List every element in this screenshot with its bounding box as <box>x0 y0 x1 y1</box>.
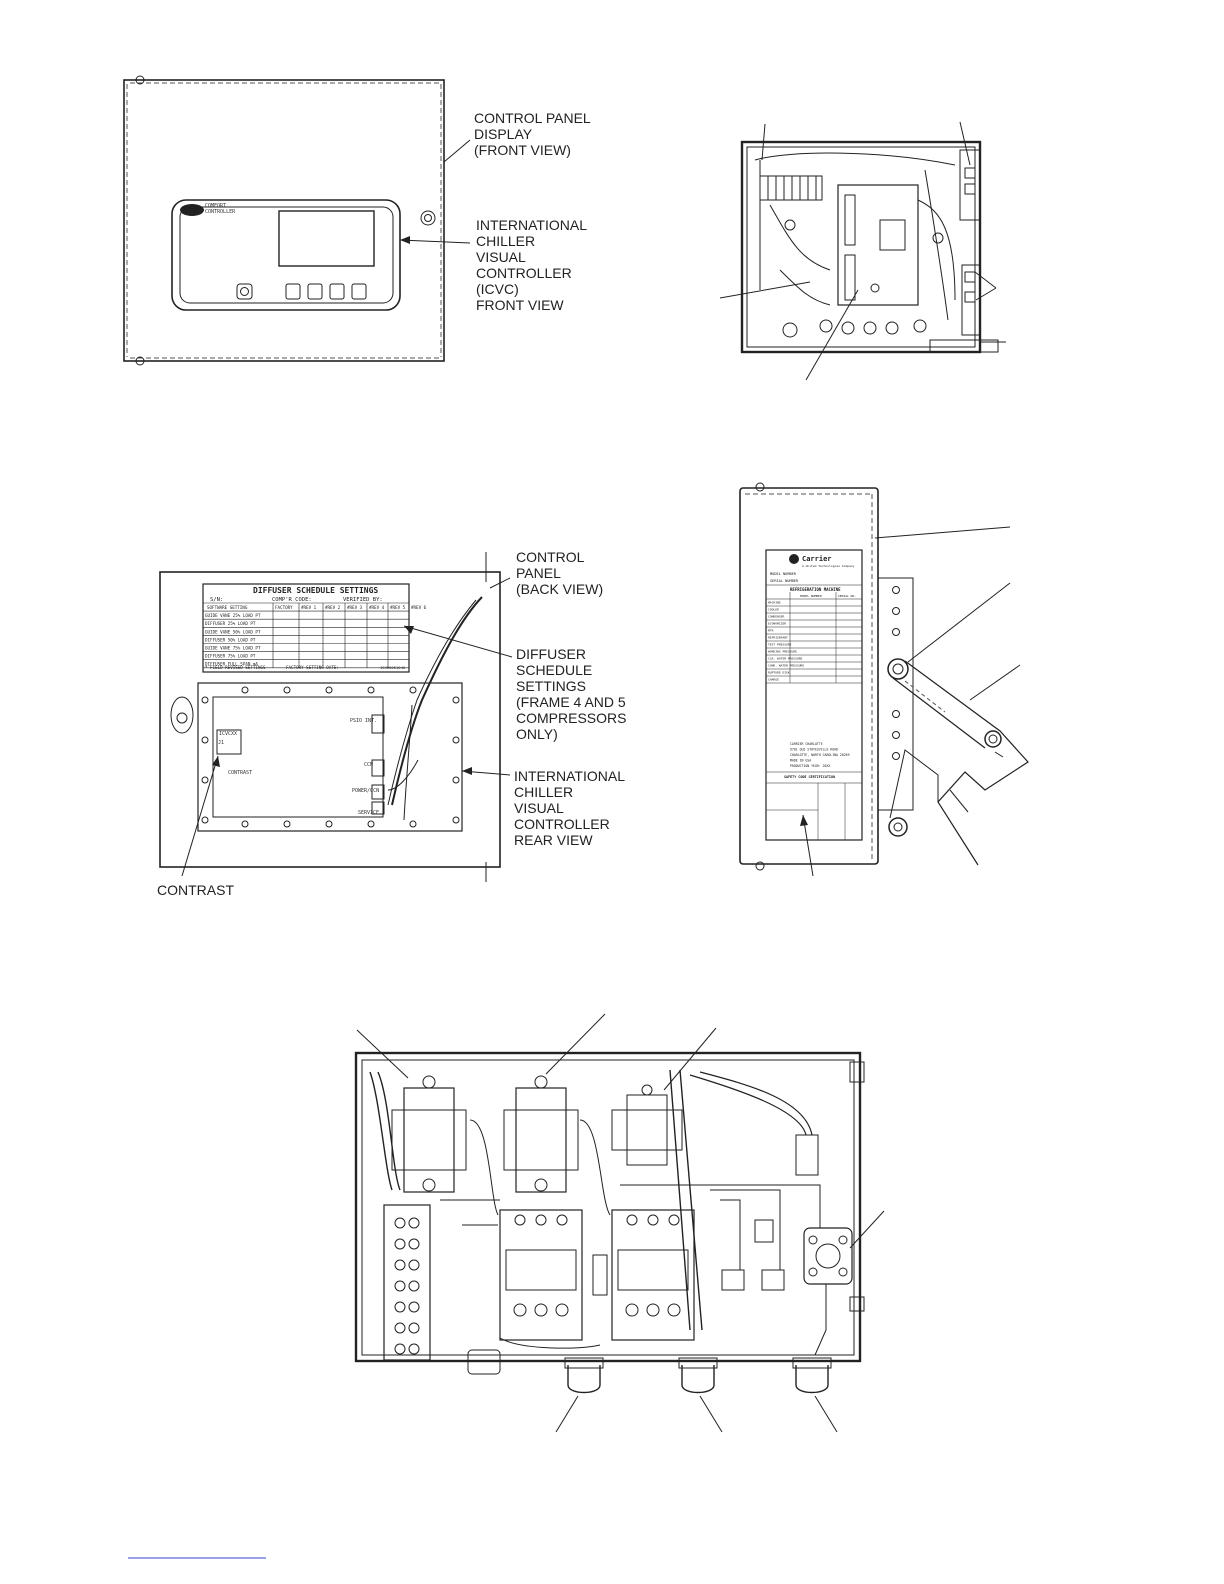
label-line: INTERNATIONAL <box>476 217 587 233</box>
rear-port-ccn: CCN <box>364 762 373 768</box>
label-line: SCHEDULE <box>516 662 593 678</box>
nameplate-col2: SERIAL NO. <box>838 594 856 598</box>
nameplate-row: COND. WATER PRESSURE <box>768 664 804 668</box>
nameplate-enclosure-side-view <box>739 482 1029 871</box>
table-header: #REV 5 <box>390 605 406 610</box>
rear-board-brand: ICVCXX <box>219 731 237 737</box>
table-row: DIFFUSER 75% LOAD PT <box>205 654 256 659</box>
label-line: DISPLAY <box>474 126 533 142</box>
nameplate-row: REFRIGERANT <box>768 636 788 640</box>
table-row: DIFFUSER 25% LOAD PT <box>205 621 256 626</box>
table-header: SOFTWARE SETTING <box>207 605 248 610</box>
label-line: VISUAL <box>514 800 564 816</box>
rear-port-power: POWER/CCN <box>352 788 379 794</box>
label-line: CHILLER <box>476 233 536 249</box>
power-panel-interior-view <box>354 1051 865 1394</box>
nameplate-address: 9701 OLD STATESVILLE ROAD <box>790 748 838 752</box>
table-header: FACTORY <box>275 605 293 610</box>
nameplate-row: CLR. WATER PRESSURE <box>768 657 803 661</box>
nameplate-row: RUPTURE DISK <box>768 671 790 675</box>
label-line: CONTROLLER <box>514 816 610 832</box>
diffuser-schedule-table: DIFFUSER SCHEDULE SETTINGS S/N: COMP'R COD… <box>203 586 427 670</box>
rear-port-service: SERVICE <box>358 810 379 816</box>
icvc-rear-board: ICVCXX J1 CONTRAST PSIO INT. CCN POWER/C… <box>197 596 483 832</box>
nameplate-heading: REFRIGERATION MACHINE <box>790 587 841 592</box>
label-line: INTERNATIONAL <box>514 768 625 784</box>
table-header: #REV 4 <box>369 605 385 610</box>
nameplate-address: CARRIER CHARLOTTE <box>790 742 823 746</box>
nameplate-serial: SERIAL NUMBER <box>770 579 799 583</box>
label-line: (BACK VIEW) <box>516 581 604 597</box>
table-header: #REV 2 <box>325 605 341 610</box>
nameplate-address: PRODUCTION YEAR: 20XX <box>790 764 830 768</box>
label-line: VISUAL <box>476 249 526 265</box>
nameplate-row: WORKING PRESSURE <box>768 650 797 654</box>
control-panel-front-view: COMFORT CONTROLLER <box>123 75 445 366</box>
label-contrast: CONTRAST <box>157 882 234 898</box>
label-line: CHILLER <box>514 784 574 800</box>
label-icvc-front-view: INTERNATIONAL CHILLER VISUAL CONTROLLER … <box>476 217 587 313</box>
nameplate-address: CHARLOTTE, NORTH CAROLINA 28269 <box>790 753 850 757</box>
label-line: FRONT VIEW <box>476 297 564 313</box>
table-header: #REV 1 <box>301 605 317 610</box>
table-title: DIFFUSER SCHEDULE SETTINGS <box>253 586 378 595</box>
table-header: #REV 3 <box>347 605 363 610</box>
control-panel-interior-view <box>740 140 999 354</box>
label-line: CONTROL <box>516 549 585 565</box>
table-row: DIFFUSER FULL SPAN mA <box>205 662 258 667</box>
label-line: (FRAME 4 AND 5 <box>516 694 626 710</box>
label-control-panel-back: CONTROL PANEL (BACK VIEW) <box>516 549 603 597</box>
label-line: ONLY) <box>516 726 558 742</box>
label-diffuser-schedule: DIFFUSER SCHEDULE SETTINGS (FRAME 4 AND … <box>516 646 626 742</box>
label-line: COMPRESSORS <box>516 710 627 726</box>
label-line: CONTROLLER <box>476 265 572 281</box>
nameplate-brand-sub: A United Technologies Company <box>802 564 855 568</box>
front-brand-text: COMFORT <box>205 203 226 209</box>
table-part-number: 19XR0051040 <box>380 665 406 670</box>
table-footer-date: FACTORY SETTING DATE: <box>286 665 339 670</box>
rear-board-contrast: CONTRAST <box>228 770 252 776</box>
table-row: GUIDE VANE 25% LOAD PT <box>205 613 261 618</box>
label-line: (FRONT VIEW) <box>474 142 571 158</box>
nameplate-row: ECONOMIZER <box>768 622 786 626</box>
carrier-logo-icon <box>789 554 799 564</box>
label-line: (ICVC) <box>476 281 519 297</box>
label-line: CONTROL PANEL <box>474 110 591 126</box>
nameplate-col1: MODEL NUMBER <box>800 594 822 598</box>
nameplate-safety: SAFETY CODE CERTIFICATION <box>784 775 835 779</box>
nameplate-row: CONDENSER <box>768 615 784 619</box>
nameplate-row: CHARGE <box>768 678 779 682</box>
table-sn: S/N: <box>210 597 223 603</box>
table-row: GUIDE VANE 50% LOAD PT <box>205 629 261 634</box>
label-line: PANEL <box>516 565 561 581</box>
table-verified: VERIFIED BY: <box>343 597 383 603</box>
table-row: DIFFUSER 50% LOAD PT <box>205 637 256 642</box>
label-line: REAR VIEW <box>514 832 593 848</box>
table-compr-code: COMP'R CODE: <box>272 597 312 603</box>
table-footer: * FIELD REVISED SETTINGS <box>205 665 266 670</box>
label-line: DIFFUSER <box>516 646 586 662</box>
label-control-panel-front: CONTROL PANEL DISPLAY (FRONT VIEW) <box>474 110 591 158</box>
nameplate-brand: Carrier <box>802 555 832 563</box>
rear-port-psio: PSIO INT. <box>350 718 377 724</box>
nameplate-row: TEST PRESSURE <box>768 643 792 647</box>
nameplate-address: MADE IN USA <box>790 759 811 763</box>
nameplate-row: MTR <box>768 629 774 633</box>
nameplate-row: COOLER <box>768 608 779 612</box>
label-line: SETTINGS <box>516 678 587 694</box>
label-icvc-rear-view: INTERNATIONAL CHILLER VISUAL CONTROLLER … <box>514 768 625 848</box>
nameplate-model: MODEL NUMBER <box>770 572 797 576</box>
front-brand-text-2: CONTROLLER <box>205 209 236 215</box>
table-header: #REV 6 <box>411 605 427 610</box>
table-row: GUIDE VANE 75% LOAD PT <box>205 646 261 651</box>
nameplate-row: MACHINE <box>768 601 781 605</box>
rear-board-j1: J1 <box>218 740 224 746</box>
